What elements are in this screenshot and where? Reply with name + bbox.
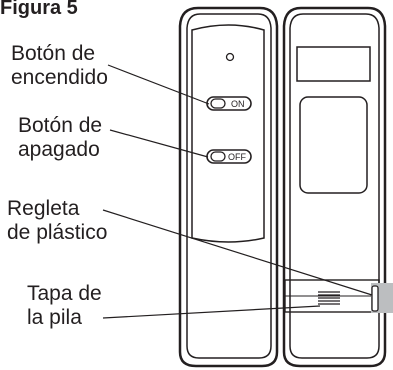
on-button-label: ON: [231, 99, 245, 109]
caption-line: apagado: [18, 138, 100, 161]
caption-line: Regleta: [7, 197, 80, 220]
caption-line: Botón de: [11, 42, 96, 65]
on-button-caption: Botón de encendido: [11, 42, 108, 90]
caption-line: Botón de: [18, 114, 103, 137]
off-button[interactable]: OFF: [206, 149, 252, 164]
front-remote: [178, 6, 279, 368]
plastic-strip-caption: Regleta de plástico: [7, 197, 107, 245]
off-button-label: OFF: [228, 152, 246, 162]
on-button[interactable]: ON: [206, 96, 252, 111]
caption-line: la pila: [27, 306, 82, 329]
caption-line: Tapa de: [27, 282, 102, 305]
back-remote: [282, 6, 393, 368]
caption-line: de plástico: [7, 221, 108, 244]
battery-cover-grip: [318, 291, 340, 305]
back-label-area-2: [299, 96, 368, 194]
caption-line: encendido: [11, 66, 108, 89]
off-button-caption: Botón de apagado: [18, 114, 102, 162]
leader-lines: [102, 64, 373, 319]
figure-title: Figura 5: [0, 0, 78, 19]
led-indicator: [225, 52, 235, 62]
back-label-area: [296, 46, 371, 82]
battery-cover-caption: Tapa de la pila: [27, 282, 102, 330]
